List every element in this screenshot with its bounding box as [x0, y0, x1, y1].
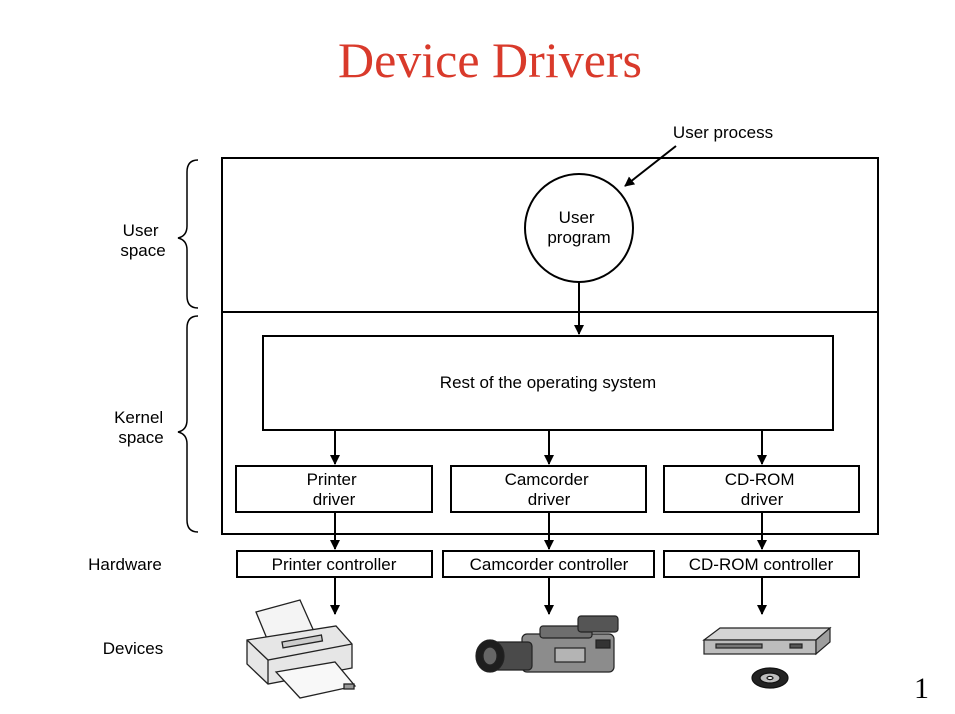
user-space-brace — [177, 159, 199, 309]
camcorder-icon — [475, 615, 619, 673]
cdrom-controller-box — [663, 550, 860, 578]
devices-label: Devices — [103, 639, 163, 658]
cd-disc-icon — [751, 667, 789, 689]
cdrom-drive-icon — [702, 626, 832, 656]
kernel-space-label: Kernel space — [114, 408, 168, 447]
slide-number: 1 — [914, 672, 929, 705]
user-process-arrow — [624, 145, 677, 187]
os-box — [262, 335, 834, 431]
user-space-label: User space — [120, 221, 165, 260]
cdrom-driver-label: CD-ROM driver — [725, 470, 800, 509]
kernel-space-brace — [177, 315, 199, 533]
printer-controller-label: Printer controller — [272, 555, 397, 574]
printer-icon — [246, 599, 357, 699]
printer-driver-label: Printer driver — [307, 470, 362, 509]
slide-title: Device Drivers — [337, 32, 643, 88]
hardware-label: Hardware — [88, 555, 162, 574]
os-box-label: Rest of the operating system — [440, 373, 656, 392]
user-program-label: User program — [547, 208, 610, 247]
printer-controller-box — [236, 550, 433, 578]
camcorder-driver-label: Camcorder driver — [505, 470, 594, 509]
user-process-label: User process — [673, 123, 773, 142]
camcorder-controller-box — [442, 550, 655, 578]
camcorder-controller-label: Camcorder controller — [470, 555, 629, 574]
cdrom-controller-label: CD-ROM controller — [689, 555, 834, 574]
